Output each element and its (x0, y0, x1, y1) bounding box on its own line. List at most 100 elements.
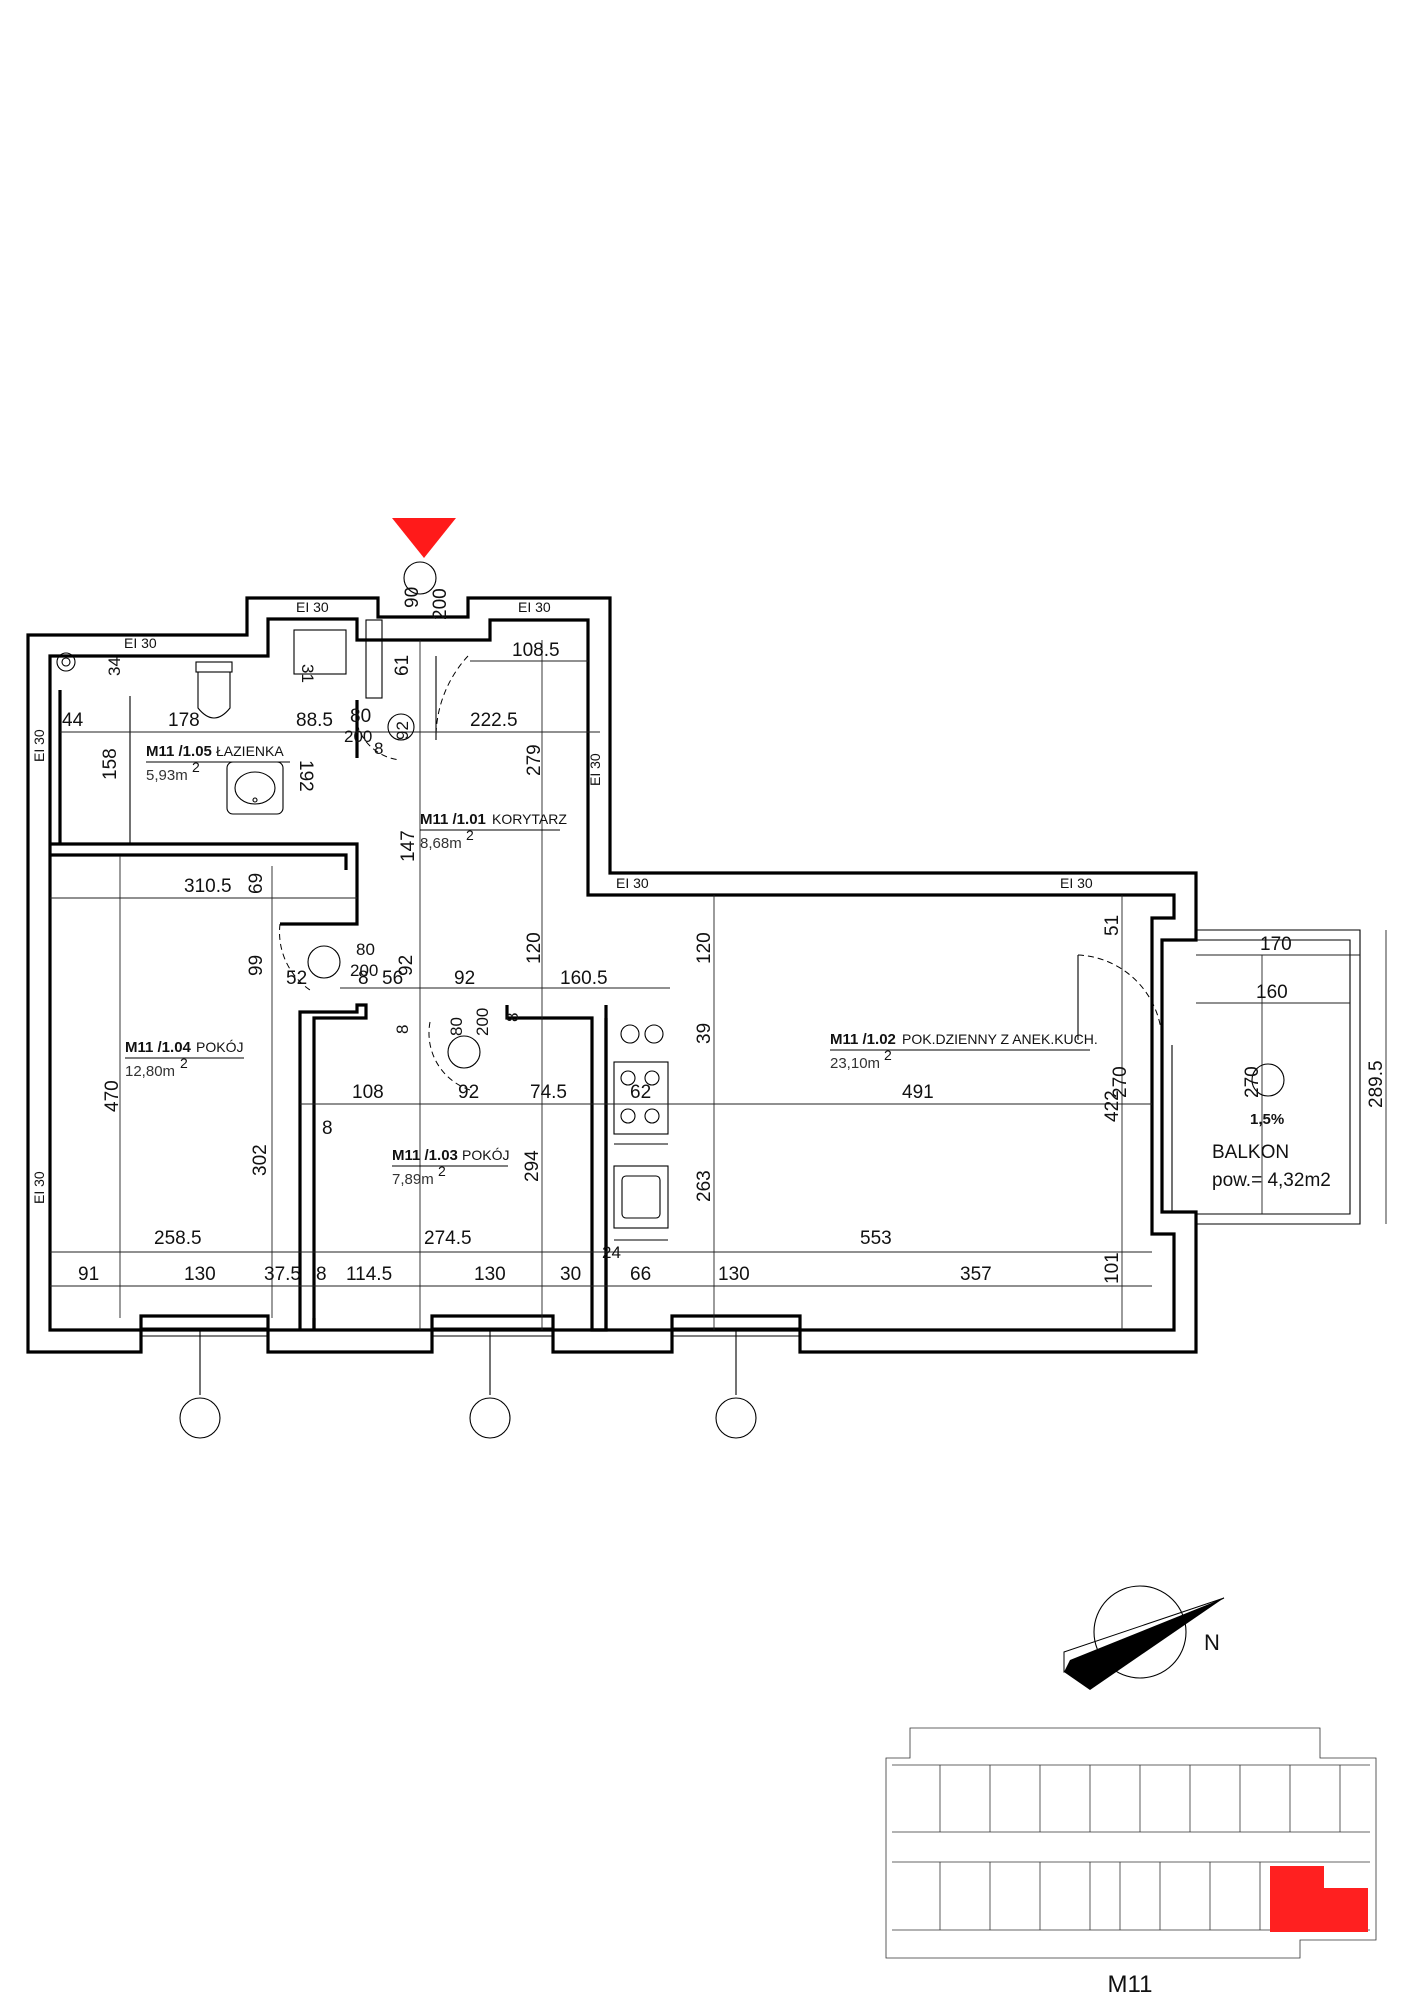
dimension-label: 8 (503, 1013, 522, 1022)
dimension-label: 92 (454, 968, 475, 989)
dimension-label: 470 (102, 1080, 123, 1112)
dimension-label: 66 (630, 1264, 651, 1285)
dimension-label: 90 (402, 587, 423, 608)
dimension-label: 192 (295, 760, 316, 792)
room-name: KORYTARZ (492, 811, 567, 827)
dimension-label: 200 (344, 727, 372, 746)
dimension-label: 31 (298, 664, 317, 683)
dimension-label: 108 (352, 1082, 384, 1103)
dimension-label: 8 (393, 1025, 412, 1034)
fire-rating-label: EI 30 (31, 1171, 47, 1204)
fire-rating-labels: EI 30 EI 30 EI 30 EI 30 EI 30 EI 30 EI 3… (31, 599, 1093, 1204)
dimension-label: 39 (694, 1023, 715, 1044)
room-label-corridor: M11 /1.01 KORYTARZ 8,68m 2 (420, 811, 567, 852)
dimension-label: 158 (100, 748, 121, 780)
dimension-label: 92 (393, 721, 412, 740)
dimension-lines (50, 640, 1387, 1330)
dimension-label: 147 (398, 830, 419, 862)
room-area-unit: 2 (192, 759, 200, 775)
dimension-label: 422 (1102, 1090, 1123, 1122)
dimension-label: 263 (694, 1170, 715, 1202)
dimension-label: 289.5 (1366, 1060, 1387, 1108)
room-label-room-1-04: M11 /1.04 POKÓJ 12,80m 2 (125, 1039, 244, 1080)
dimension-label: 30 (560, 1264, 581, 1285)
room-id: M11 /1.04 (125, 1039, 192, 1056)
balcony-area: pow.= 4,32m2 (1212, 1170, 1331, 1191)
fire-rating-label: EI 30 (296, 599, 329, 615)
dimension-label: 270 (1110, 1066, 1131, 1098)
dimension-label: 178 (168, 710, 200, 731)
dimension-label: 8 (374, 739, 383, 758)
dimension-label: 37.5 (264, 1264, 301, 1285)
fire-rating-label: EI 30 (616, 875, 649, 891)
room-id: M11 /1.05 (146, 743, 212, 760)
dimension-label: 279 (524, 744, 545, 776)
dimension-label: 92 (396, 955, 417, 976)
north-compass: N (1063, 1585, 1225, 1690)
room-name: POK.DZIENNY Z ANEK.KUCH. (902, 1031, 1098, 1047)
balcony (1196, 929, 1361, 1225)
dimension-label: 491 (902, 1082, 934, 1103)
balcony-labels: 1,5% BALKON pow.= 4,32m2 (1212, 1111, 1331, 1191)
room-id: M11 /1.02 (830, 1031, 896, 1048)
dimension-label: 553 (860, 1228, 892, 1249)
dimension-label: 130 (718, 1264, 750, 1285)
dimension-label: 61 (392, 655, 413, 676)
exterior-walls (26, 596, 1198, 1354)
dimension-label: 120 (694, 932, 715, 964)
dimension-label: 34 (105, 657, 124, 676)
axis-markers (179, 561, 1285, 1439)
compass-label: N (1204, 1630, 1220, 1655)
dimension-label: 80 (350, 706, 371, 727)
dimension-label: 91 (78, 1264, 99, 1285)
dimension-label: 101 (1102, 1252, 1123, 1284)
dimension-label: 357 (960, 1264, 992, 1285)
dimension-label: 74.5 (530, 1082, 567, 1103)
dimension-label: 99 (246, 955, 267, 976)
dimension-label: 8 (322, 1118, 333, 1139)
dimension-label: 108.5 (512, 640, 560, 661)
room-area-unit: 2 (180, 1055, 188, 1071)
room-name: POKÓJ (462, 1147, 509, 1163)
dimension-label: 8 (316, 1264, 327, 1285)
dimension-label: 51 (1102, 915, 1123, 936)
room-id: M11 /1.01 (420, 811, 486, 828)
room-label-living-room: M11 /1.02 POK.DZIENNY Z ANEK.KUCH. 23,10… (830, 1031, 1098, 1072)
dimension-label: 92 (458, 1082, 479, 1103)
dimension-label: 200 (350, 961, 378, 980)
room-area: 12,80m (125, 1063, 175, 1080)
dimension-label: 56 (382, 968, 403, 989)
windows (141, 1045, 1173, 1337)
interior-walls (50, 619, 608, 1332)
room-name: POKÓJ (196, 1039, 243, 1055)
dimension-label: 130 (184, 1264, 216, 1285)
room-area-unit: 2 (438, 1163, 446, 1179)
room-label-bathroom: M11 /1.05 ŁAZIENKA 5,93m 2 (146, 743, 290, 784)
dimension-label: 294 (522, 1150, 543, 1182)
kitchen-fixtures (613, 1024, 669, 1241)
dimension-labels: 90 200 61 108.5 31 34 44 178 88.5 80 200… (62, 587, 1387, 1285)
dimension-label: 302 (250, 1144, 271, 1176)
dimension-label: 80 (356, 940, 375, 959)
dimension-label: 130 (474, 1264, 506, 1285)
balcony-label: BALKON (1212, 1142, 1289, 1163)
fire-rating-label: EI 30 (124, 635, 157, 651)
dimension-label: 88.5 (296, 710, 333, 731)
room-area-unit: 2 (466, 827, 474, 843)
dimension-label: 114.5 (346, 1264, 392, 1285)
room-area: 7,89m (392, 1171, 434, 1188)
dimension-label: 160.5 (560, 968, 608, 989)
dimension-label: 200 (473, 1008, 492, 1036)
dimension-label: 62 (630, 1082, 651, 1103)
key-plan-label: M11 (1108, 1971, 1153, 1998)
fire-rating-label: EI 30 (518, 599, 551, 615)
fire-rating-label: EI 30 (587, 753, 603, 786)
entrance-marker-icon (392, 518, 456, 558)
dimension-label: 8 (358, 968, 369, 989)
dimension-label: 222.5 (470, 710, 518, 731)
dimension-label: 24 (602, 1243, 621, 1262)
dimension-label: 270 (1242, 1066, 1263, 1098)
dimension-label: 44 (62, 710, 84, 731)
fire-rating-label: EI 30 (31, 729, 47, 762)
